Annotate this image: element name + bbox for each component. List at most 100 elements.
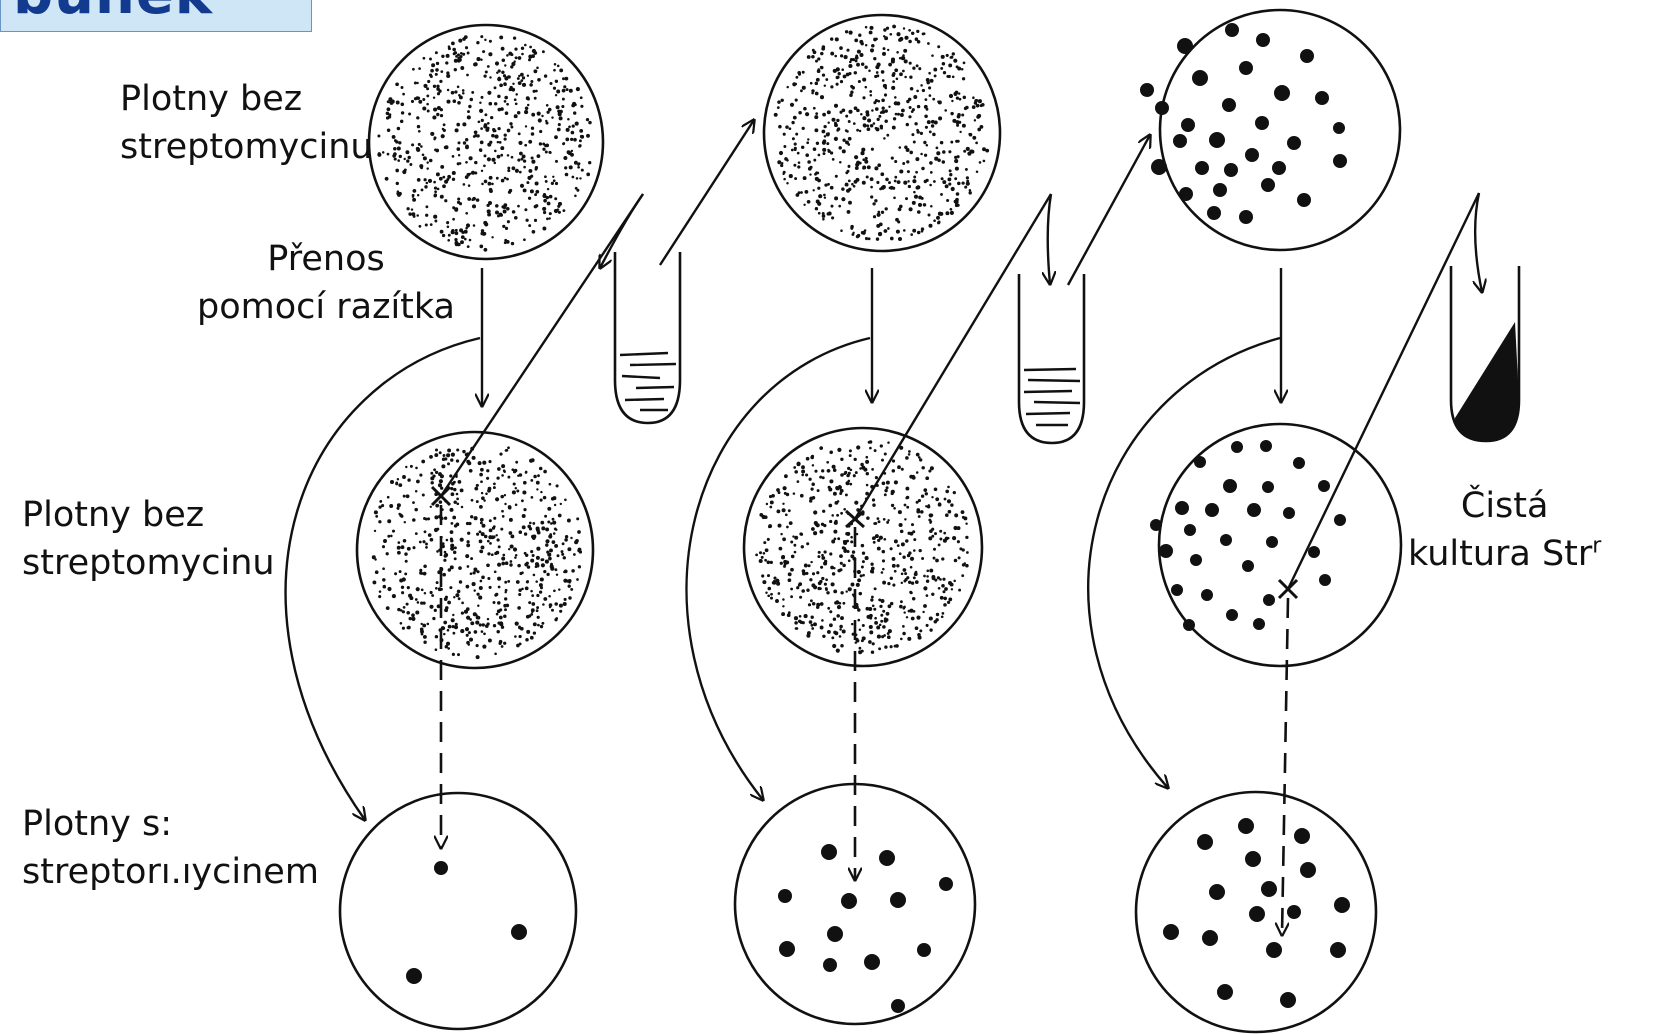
lawn-dot (409, 617, 412, 620)
lawn-dot (481, 545, 485, 549)
lawn-dot (497, 215, 500, 218)
lawn-dot (504, 591, 506, 593)
lawn-dot (378, 152, 381, 155)
lawn-dot (560, 503, 562, 505)
lawn-dot (940, 596, 944, 600)
lawn-dot (822, 635, 825, 638)
lawn-dot (549, 195, 553, 199)
lawn-dot (872, 503, 876, 507)
lawn-dot (399, 155, 402, 158)
lawn-dot (879, 605, 882, 608)
lawn-dot (430, 538, 434, 542)
lawn-dot (434, 190, 437, 193)
lawn-dot (466, 74, 469, 77)
lawn-dot (810, 599, 813, 602)
lawn-dot (845, 140, 849, 144)
lawn-dot (761, 556, 764, 559)
lawn-dot (408, 212, 411, 215)
lawn-dot (422, 153, 425, 156)
lawn-dot (884, 493, 887, 496)
lawn-dot (877, 539, 880, 542)
lawn-dot (505, 227, 508, 230)
lawn-dot (896, 230, 900, 234)
lawn-dot (862, 624, 865, 627)
lawn-dot (849, 61, 852, 64)
lawn-dot (501, 464, 505, 468)
lawn-dot (434, 187, 437, 190)
lawn-dot (528, 197, 531, 200)
colony-icon (1223, 479, 1237, 493)
lawn-dot (919, 629, 922, 632)
lawn-dot (854, 458, 857, 461)
lawn-dot (509, 518, 513, 522)
lawn-dot (499, 141, 502, 144)
lawn-dot (434, 193, 437, 196)
lawn-dot (793, 164, 796, 167)
lawn-dot (813, 510, 817, 514)
lawn-dot (474, 130, 478, 134)
lawn-dot (894, 480, 898, 484)
lawn-dot (800, 533, 803, 536)
lawn-dot (836, 76, 839, 79)
lawn-dot (539, 590, 542, 593)
lawn-dot (392, 530, 395, 533)
lawn-dot (478, 120, 481, 123)
lawn-dot (976, 171, 979, 174)
lawn-dot (559, 68, 563, 72)
lawn-dot (834, 137, 838, 141)
lawn-dot (397, 478, 399, 480)
lawn-dot (543, 199, 547, 203)
lawn-dot (966, 147, 970, 151)
lawn-dot (966, 551, 969, 554)
lawn-dot (827, 630, 831, 634)
lawn-dot (488, 460, 491, 463)
lawn-dot (899, 146, 902, 149)
lawn-dot (525, 471, 528, 474)
lawn-dot (533, 622, 537, 626)
lawn-dot (775, 599, 779, 603)
lawn-dot (441, 464, 445, 468)
lawn-dot (514, 98, 517, 101)
lawn-dot (874, 166, 878, 170)
lawn-dot (942, 612, 945, 615)
lawn-dot (539, 130, 542, 133)
lawn-dot (415, 467, 418, 470)
lawn-dot (941, 177, 944, 180)
lawn-dot (536, 556, 540, 560)
lawn-dot (823, 139, 827, 143)
lawn-dot (835, 486, 839, 490)
lawn-dot (398, 483, 402, 487)
lawn-dot (536, 609, 539, 612)
lawn-dot (961, 574, 964, 577)
lawn-dot (871, 596, 874, 599)
lawn-dot (488, 52, 492, 56)
lawn-dot (446, 453, 450, 457)
lawn-dot (468, 522, 471, 525)
lawn-dot (859, 467, 862, 470)
lawn-dot (449, 474, 452, 477)
lawn-dot (923, 586, 927, 590)
lawn-dot (412, 518, 416, 522)
lawn-dot (862, 78, 866, 82)
lawn-dot (892, 80, 895, 83)
lawn-dot (428, 533, 432, 537)
lawn-dot (435, 648, 438, 651)
lawn-dot (916, 30, 919, 33)
lawn-dot (867, 118, 871, 122)
lawn-dot (926, 569, 929, 572)
lawn-dot (944, 109, 947, 112)
lawn-dot (854, 39, 858, 43)
lawn-dot (838, 72, 841, 75)
lawn-dot (978, 99, 982, 103)
colony-icon (1224, 163, 1238, 177)
lawn-dot (499, 83, 503, 87)
lawn-dot (882, 79, 885, 82)
lawn-dot (873, 522, 876, 525)
lawn-dot (887, 49, 889, 51)
lawn-dot (501, 557, 505, 561)
lawn-dot (808, 564, 811, 567)
lawn-dot (483, 164, 486, 167)
lawn-dot (533, 475, 537, 479)
lawn-dot (963, 62, 966, 65)
lawn-dot (793, 544, 796, 547)
